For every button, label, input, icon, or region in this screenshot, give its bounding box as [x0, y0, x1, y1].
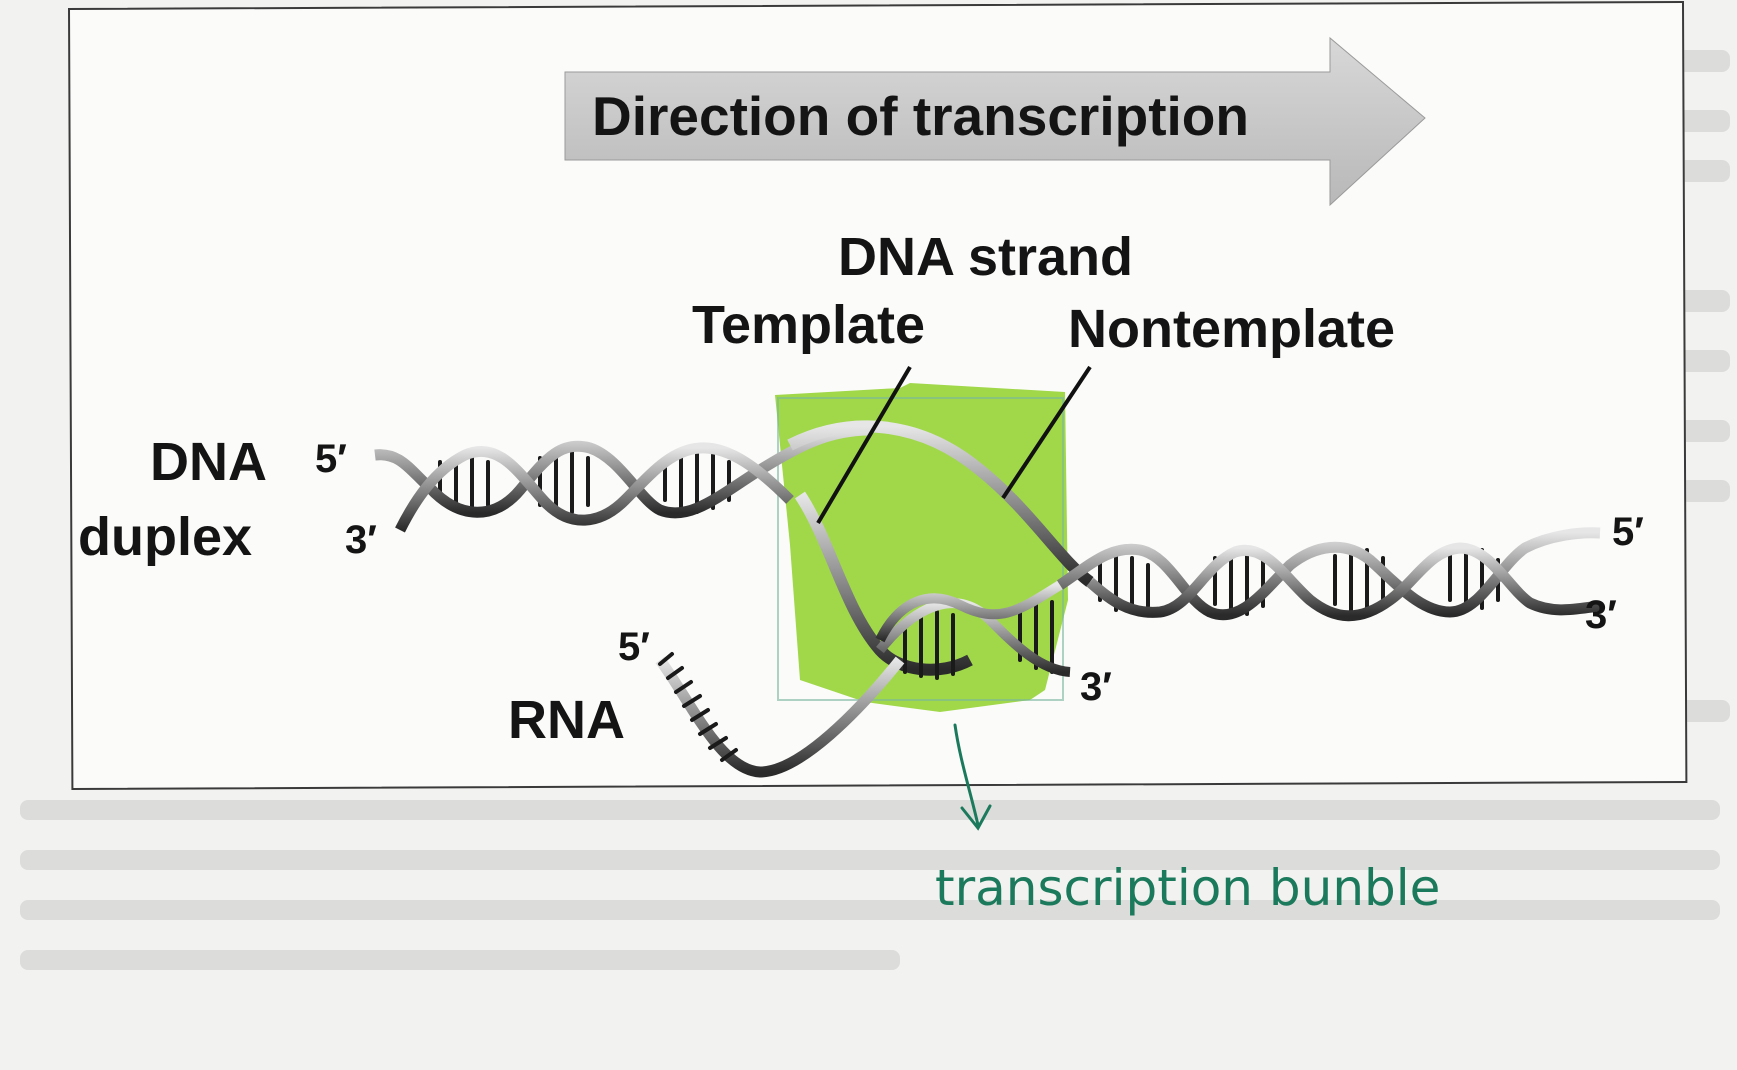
left-3prime-label: 3′: [345, 518, 377, 562]
template-label: Template: [692, 295, 925, 355]
dna-strand-label: DNA strand: [838, 227, 1133, 287]
right-3prime-label: 3′: [1585, 593, 1617, 637]
direction-label: Direction of transcription: [592, 85, 1249, 147]
dna-duplex-label-line1: DNA: [150, 432, 267, 492]
dna-duplex-label-line2: duplex: [78, 507, 252, 567]
bubble-strands: [787, 420, 1094, 680]
dna-duplex-left: [374, 424, 871, 533]
nontemplate-label: Nontemplate: [1068, 299, 1395, 359]
handwritten-arrow: [953, 723, 992, 831]
rna-strand: [655, 652, 905, 778]
rna-label: RNA: [508, 690, 625, 750]
handwritten-annotation: transcription bunble: [935, 859, 1440, 917]
left-5prime-label: 5′: [315, 437, 347, 481]
right-5prime-label: 5′: [1612, 510, 1644, 554]
dna-duplex-right: [1056, 527, 1601, 622]
rna-3prime-label: 3′: [1080, 665, 1112, 709]
direction-arrow: [564, 36, 1426, 207]
nontemplate-leader-line: [1001, 365, 1092, 500]
rna-5prime-label: 5′: [618, 625, 650, 669]
template-leader-line: [816, 365, 912, 525]
